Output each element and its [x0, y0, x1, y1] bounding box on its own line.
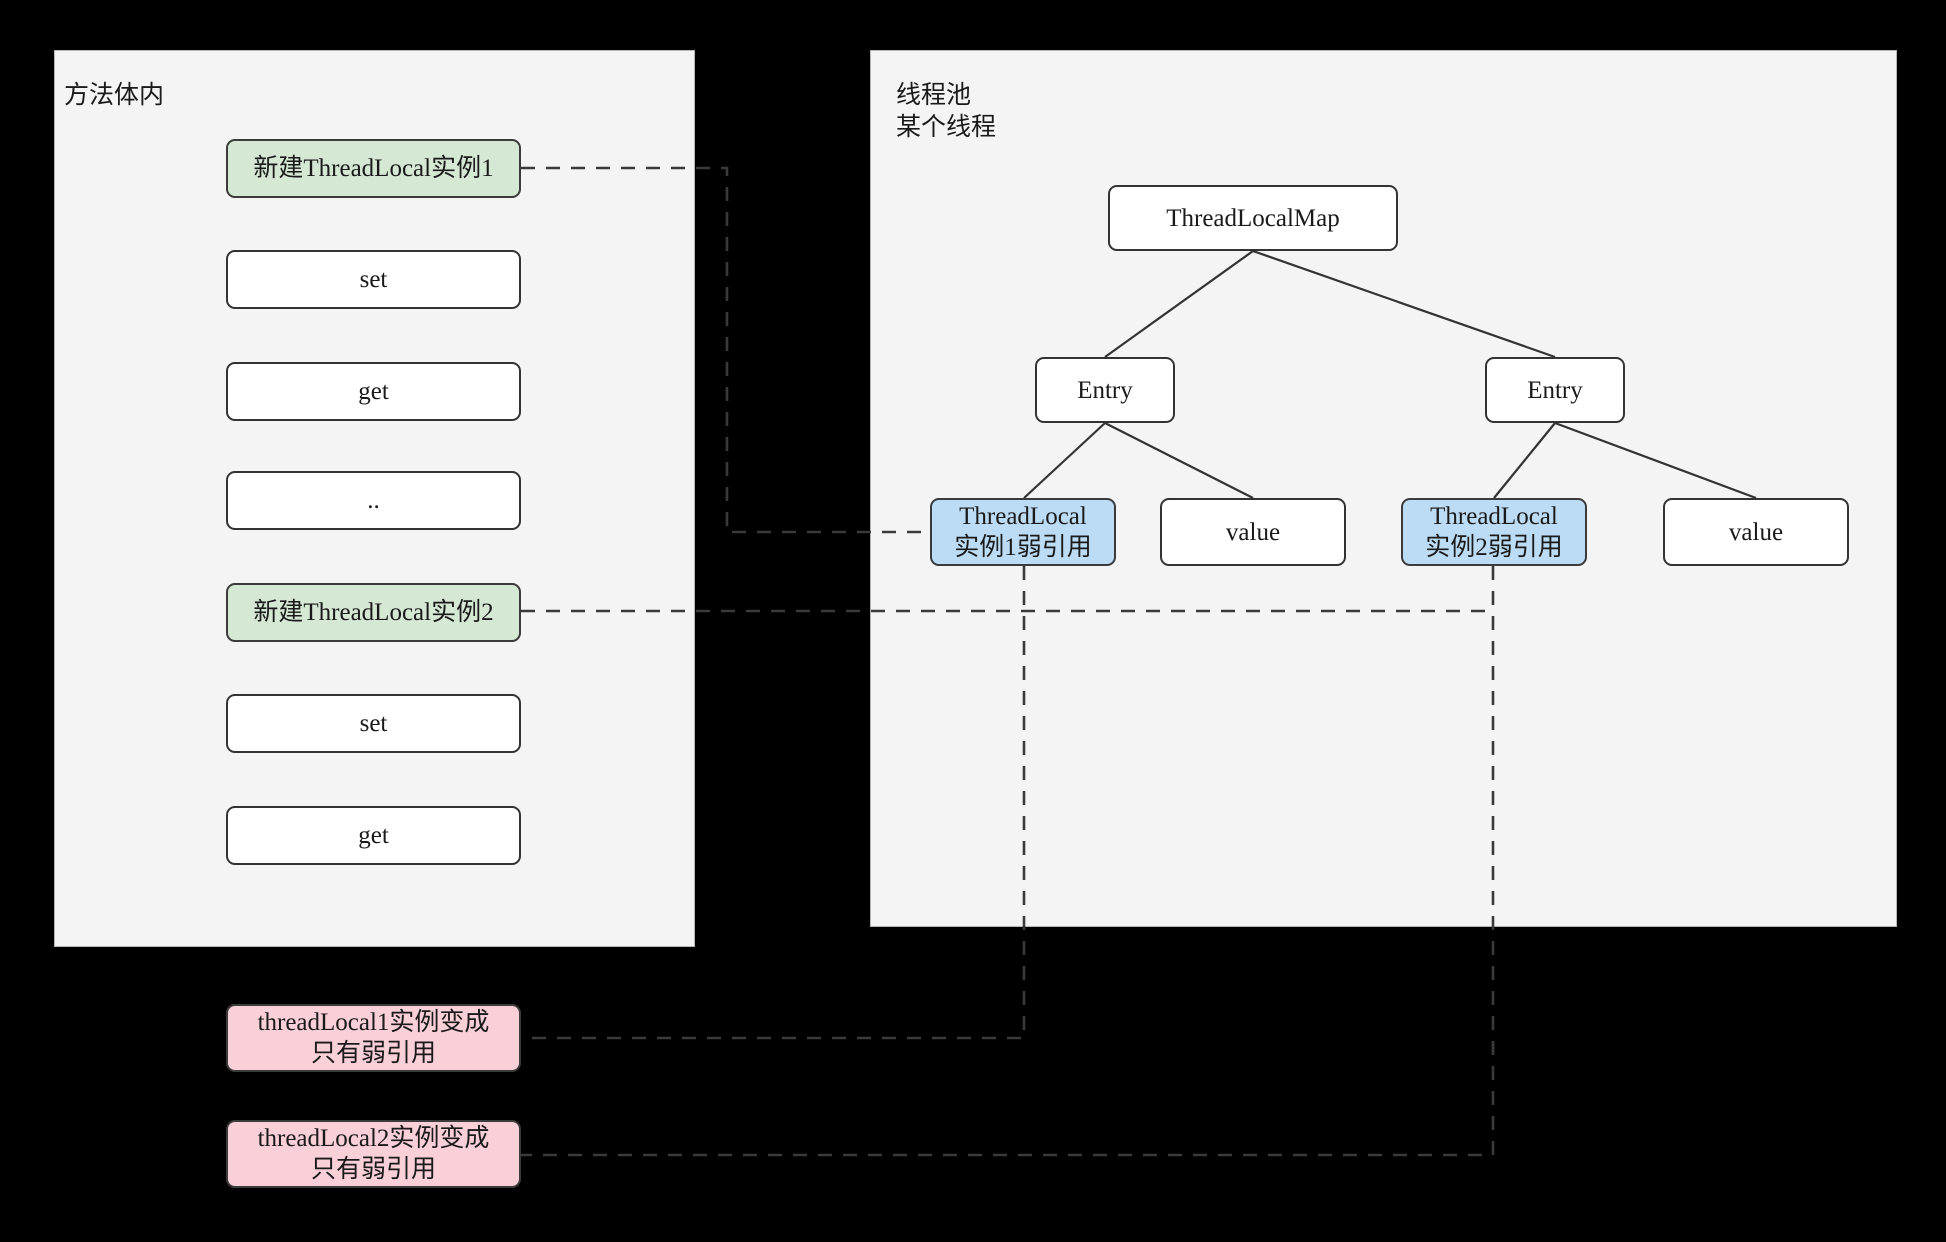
node-value-1[interactable]: value: [1160, 498, 1346, 566]
node-threadlocalmap[interactable]: ThreadLocalMap: [1108, 185, 1398, 251]
node-new-threadlocal-1[interactable]: 新建ThreadLocal实例1: [226, 139, 521, 198]
node-set-2[interactable]: set: [226, 694, 521, 753]
right-panel-title: 线程池 某个线程: [896, 82, 997, 141]
node-get-1[interactable]: get: [226, 362, 521, 421]
left-panel-title: 方法体内: [64, 82, 165, 109]
node-value-2[interactable]: value: [1663, 498, 1849, 566]
node-threadlocal-1-weakref[interactable]: ThreadLocal 实例1弱引用: [930, 498, 1116, 566]
node-new-threadlocal-2[interactable]: 新建ThreadLocal实例2: [226, 583, 521, 642]
node-entry-1[interactable]: Entry: [1035, 357, 1175, 423]
node-ellipsis[interactable]: ..: [226, 471, 521, 530]
node-get-2[interactable]: get: [226, 806, 521, 865]
note-threadlocal-2-weak-only[interactable]: threadLocal2实例变成 只有弱引用: [226, 1120, 521, 1188]
note-threadlocal-1-weak-only[interactable]: threadLocal1实例变成 只有弱引用: [226, 1004, 521, 1072]
node-entry-2[interactable]: Entry: [1485, 357, 1625, 423]
node-threadlocal-2-weakref[interactable]: ThreadLocal 实例2弱引用: [1401, 498, 1587, 566]
node-set-1[interactable]: set: [226, 250, 521, 309]
right-panel-thread-pool: [870, 50, 1897, 927]
